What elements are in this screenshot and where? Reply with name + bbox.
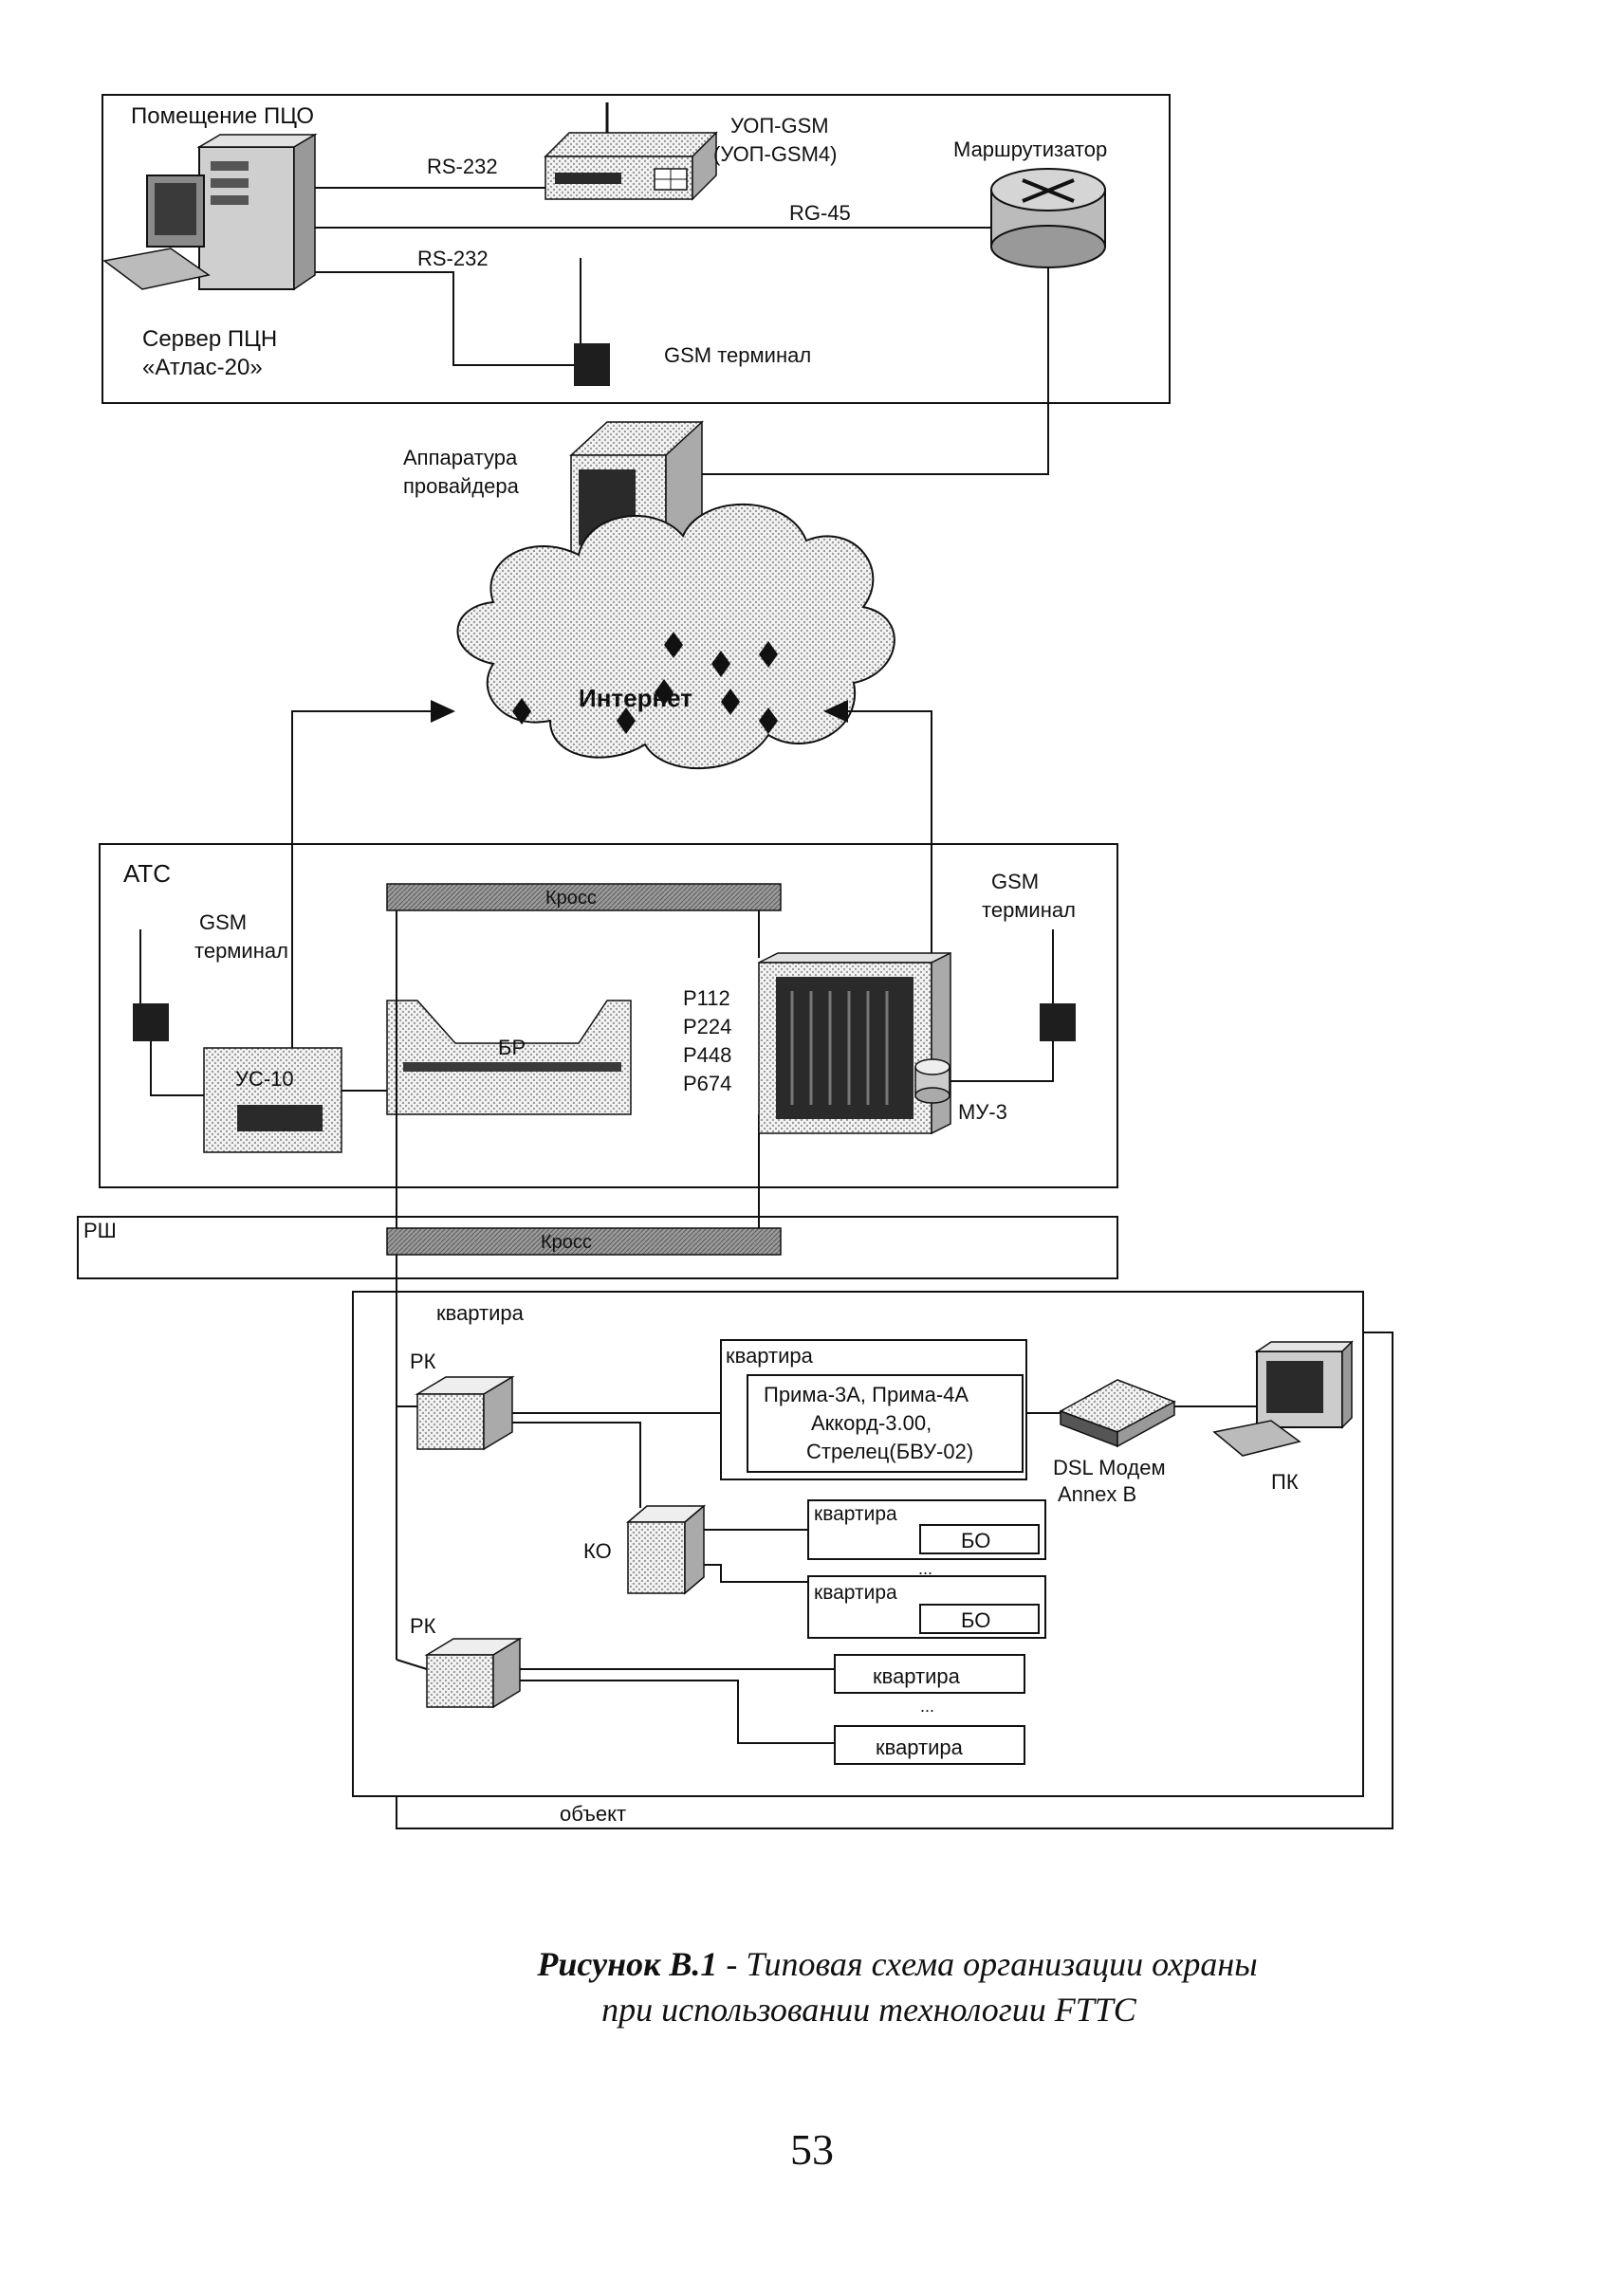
router-icon — [990, 168, 1106, 268]
page-number: 53 — [790, 2125, 834, 2174]
router-label: Маршрутизатор — [953, 138, 1107, 161]
mu3-label: МУ-3 — [958, 1100, 1007, 1124]
us10-internet-link — [291, 700, 455, 1053]
ko-label: КО — [583, 1539, 612, 1563]
bo1-frame — [919, 1524, 1040, 1554]
ko-ellipsis: ... — [918, 1559, 932, 1578]
rk-top-label: РК — [410, 1350, 436, 1373]
kvartira-main-label: квартира — [726, 1344, 814, 1368]
model-p112: Р112 — [683, 986, 730, 1010]
figure-dash: - — [717, 1945, 747, 1983]
mu3-module-icon — [914, 1058, 950, 1104]
ats-gsm-left-line1: GSM — [199, 910, 247, 934]
rsh-frame — [77, 1216, 1118, 1279]
ats-gsm-left-line2: терминал — [194, 939, 288, 963]
model-p448: Р448 — [683, 1043, 731, 1067]
pc-label: ПК — [1271, 1470, 1299, 1494]
mu3-gsm-right-link — [950, 1041, 1054, 1082]
provider-label-line1: Аппаратура — [403, 446, 518, 469]
br-label: БР — [498, 1036, 526, 1059]
server-computer-icon — [102, 133, 318, 291]
figure-title-line1: Типовая схема организации охраны — [746, 1945, 1258, 1983]
object-label: объект — [560, 1802, 626, 1826]
rk-top-ko-link — [512, 1422, 641, 1508]
dsl-label-line2: Annex B — [1058, 1482, 1136, 1506]
kvartira-4-label: квартира — [876, 1736, 964, 1759]
rk-bottom-label: РК — [410, 1614, 436, 1638]
figure-number: Рисунок В.1 — [537, 1945, 718, 1983]
rs232-bottom-link — [315, 271, 574, 366]
server-label-line1: Сервер ПЦН — [142, 326, 277, 352]
rs232-top-label: RS-232 — [427, 155, 498, 178]
devices-line3: Стрелец(БВУ-02) — [806, 1440, 973, 1463]
kvartira-outer-label: квартира — [436, 1301, 525, 1325]
rs232-bottom-label: RS-232 — [417, 247, 489, 270]
ats-frame — [99, 843, 1118, 1188]
figure-caption-line1: Рисунок В.1 - Типовая схема организации … — [0, 1944, 1624, 1984]
pco-gsm-terminal-label: GSM терминал — [664, 343, 811, 367]
rk-bottom-box-icon — [424, 1637, 523, 1709]
devices-line1: Прима-3А, Прима-4А — [764, 1383, 969, 1406]
mu3-internet-link — [823, 700, 932, 958]
ko-bo2-link — [704, 1564, 808, 1583]
uop-label-line1: УОП-GSM — [730, 114, 829, 138]
rk-bottom-kvartira4-link — [520, 1680, 835, 1744]
model-p674: Р674 — [683, 1072, 731, 1095]
pbx-cabinet-icon — [758, 951, 951, 1135]
bo2-frame — [919, 1604, 1040, 1634]
model-p224: Р224 — [683, 1015, 731, 1038]
server-label-line2: «Атлас-20» — [142, 355, 263, 380]
internet-label: Интернет — [579, 684, 692, 712]
uop-gsm-device-icon — [544, 102, 718, 201]
internet-cloud-icon — [456, 503, 895, 769]
rk-top-box-icon — [415, 1375, 515, 1451]
ats-kross-bar — [386, 883, 782, 911]
dsl-modem-icon — [1059, 1379, 1176, 1448]
ats-gsm-left-terminal-icon — [133, 929, 169, 1041]
bo2-label: БО — [961, 1608, 990, 1632]
ats-title: АТС — [123, 859, 171, 888]
provider-label-line2: провайдера — [403, 474, 520, 498]
kvartira-4-frame — [834, 1725, 1025, 1765]
gsm-left-us10-link — [150, 1041, 204, 1096]
figure-caption-line2: при использовании технологии FTTC — [601, 1991, 1136, 2029]
kvartira-3-label: квартира — [873, 1664, 961, 1688]
kvartira-bo2-label: квартира — [814, 1582, 897, 1604]
rg45-label: RG-45 — [789, 201, 851, 225]
devices-line2: Аккорд-3.00, — [811, 1411, 932, 1435]
uop-label-line2: (УОП-GSM4) — [713, 142, 838, 166]
pc-icon — [1212, 1340, 1354, 1457]
kvartira-bo1-label: квартира — [814, 1503, 897, 1525]
rsh-title: РШ — [83, 1219, 117, 1242]
rk-ellipsis: ... — [920, 1697, 934, 1716]
ats-gsm-right-line1: GSM — [991, 870, 1039, 893]
security-devices-frame — [747, 1374, 1024, 1473]
bo1-label: БО — [961, 1529, 990, 1552]
ats-gsm-right-terminal-icon — [1040, 929, 1076, 1041]
ko-box-icon — [625, 1504, 707, 1595]
pco-gsm-terminal-icon — [574, 258, 610, 386]
ats-gsm-right-line2: терминал — [982, 898, 1076, 922]
kvartira-3-frame — [834, 1654, 1025, 1694]
ats-kross-label: Кросс — [545, 888, 597, 909]
pco-title: Помещение ПЦО — [131, 103, 314, 129]
router-provider-link — [697, 267, 1049, 475]
us10-label: УС-10 — [235, 1067, 294, 1091]
us10-device-icon — [203, 1047, 342, 1153]
rsh-kross-label: Кросс — [541, 1232, 592, 1253]
rsh-kross-bar — [386, 1227, 782, 1256]
pco-frame — [102, 94, 1171, 404]
dsl-label-line1: DSL Модем — [1053, 1456, 1166, 1479]
trunk-rk-bottom-link — [396, 1659, 428, 1670]
br-device-icon — [386, 1000, 632, 1115]
